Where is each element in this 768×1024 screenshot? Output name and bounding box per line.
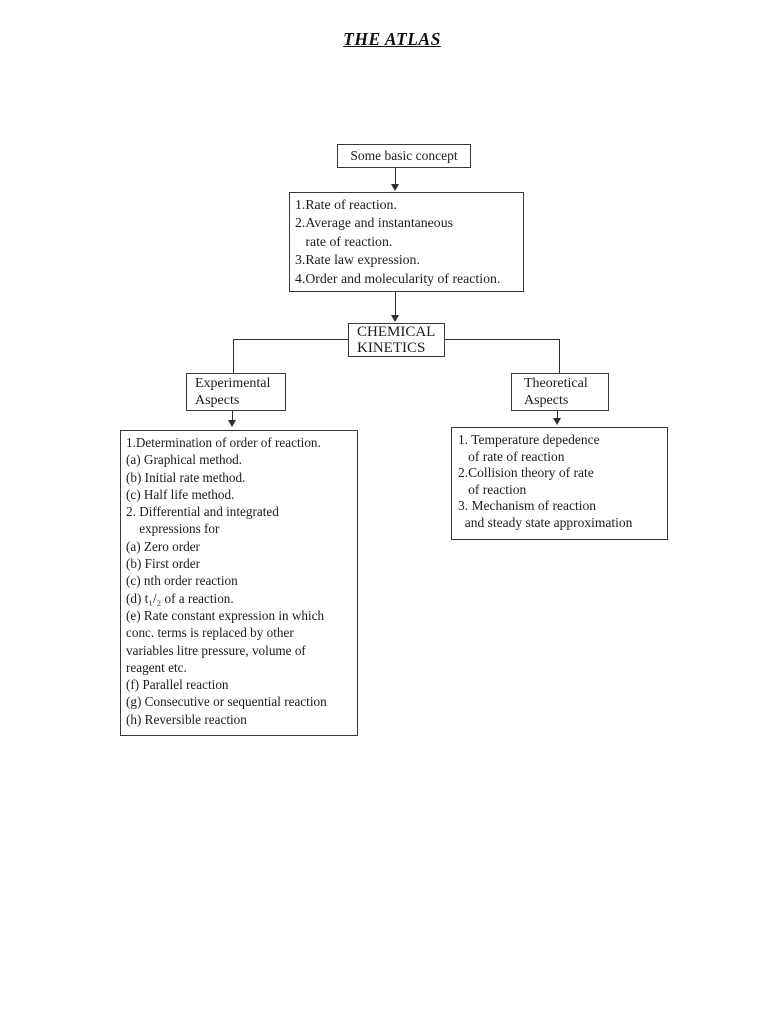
detail-line: variables litre pressure, volume of — [126, 642, 306, 658]
detail-line: (c) nth order reaction — [126, 573, 238, 589]
node-label-line: KINETICS — [357, 339, 426, 356]
detail-line: 1. Temperature depedence — [458, 432, 600, 447]
detail-line: of rate of reaction — [458, 448, 565, 464]
node-label-line: CHEMICAL — [357, 324, 436, 340]
node-label-line: Aspects — [195, 392, 240, 408]
detail-line: (a) Zero order — [126, 538, 200, 554]
topic-line: 2.Average and instantaneous — [295, 215, 453, 231]
detail-line: of reaction — [458, 481, 527, 497]
node-label-line: Theoretical — [524, 376, 588, 391]
arrow-down-icon — [391, 315, 399, 322]
detail-line: (g) Consecutive or sequential reaction — [126, 694, 327, 710]
arrow-down-icon — [228, 420, 236, 427]
detail-line: and steady state approximation — [458, 514, 633, 530]
detail-line: (b) First order — [126, 556, 200, 572]
topic-line: 4.Order and molecularity of reaction. — [295, 270, 501, 286]
connector-topics-to-root — [395, 292, 397, 316]
detail-line: conc. terms is replaced by other — [126, 625, 294, 641]
node-experimental-aspects: Experimental Aspects — [186, 373, 286, 411]
detail-line: (e) Rate constant expression in which — [126, 607, 325, 623]
node-chemical-kinetics: CHEMICAL KINETICS — [348, 323, 445, 357]
detail-line: (c) Half life method. — [126, 486, 235, 502]
detail-line: (b) Initial rate method. — [126, 469, 246, 485]
connector-root-right-horizontal — [445, 339, 560, 341]
topic-line: 1.Rate of reaction. — [295, 197, 397, 212]
arrow-down-icon — [391, 184, 399, 191]
connector-root-to-theoretical — [559, 339, 561, 373]
node-label-line: Aspects — [524, 392, 569, 408]
detail-line: 2.Collision theory of rate — [458, 465, 594, 481]
topic-line: 3.Rate law expression. — [295, 252, 420, 268]
arrow-down-icon — [553, 418, 561, 425]
node-basic-topics: 1.Rate of reaction. 2.Average and instan… — [289, 192, 524, 292]
detail-line: (d) t₁/₂ of a reaction. — [126, 590, 234, 606]
node-label: Some basic concept — [350, 148, 458, 163]
topic-line: rate of reaction. — [295, 233, 393, 249]
connector-root-left-horizontal — [233, 339, 348, 341]
detail-line: (f) Parallel reaction — [126, 677, 229, 693]
detail-line: 2. Differential and integrated — [126, 504, 279, 520]
detail-line: (a) Graphical method. — [126, 452, 243, 468]
detail-line: (h) Reversible reaction — [126, 711, 247, 727]
node-experimental-details: 1.Determination of order of reaction. (a… — [120, 430, 358, 736]
connector-experimental-to-details — [232, 411, 234, 421]
connector-root-to-experimental — [233, 339, 235, 373]
node-theoretical-aspects: Theoretical Aspects — [511, 373, 609, 411]
page-title: THE ATLAS — [343, 29, 441, 49]
detail-line: expressions for — [126, 521, 220, 537]
detail-line: 3. Mechanism of reaction — [458, 498, 596, 514]
detail-line: 1.Determination of order of reaction. — [126, 435, 321, 450]
connector-theoretical-to-details — [557, 411, 559, 419]
detail-line: reagent etc. — [126, 659, 187, 675]
node-label-line: Experimental — [195, 376, 271, 391]
node-theoretical-details: 1. Temperature depedence of rate of reac… — [451, 427, 668, 540]
connector-concept-to-topics — [395, 168, 397, 185]
node-some-basic-concept: Some basic concept — [337, 144, 471, 168]
